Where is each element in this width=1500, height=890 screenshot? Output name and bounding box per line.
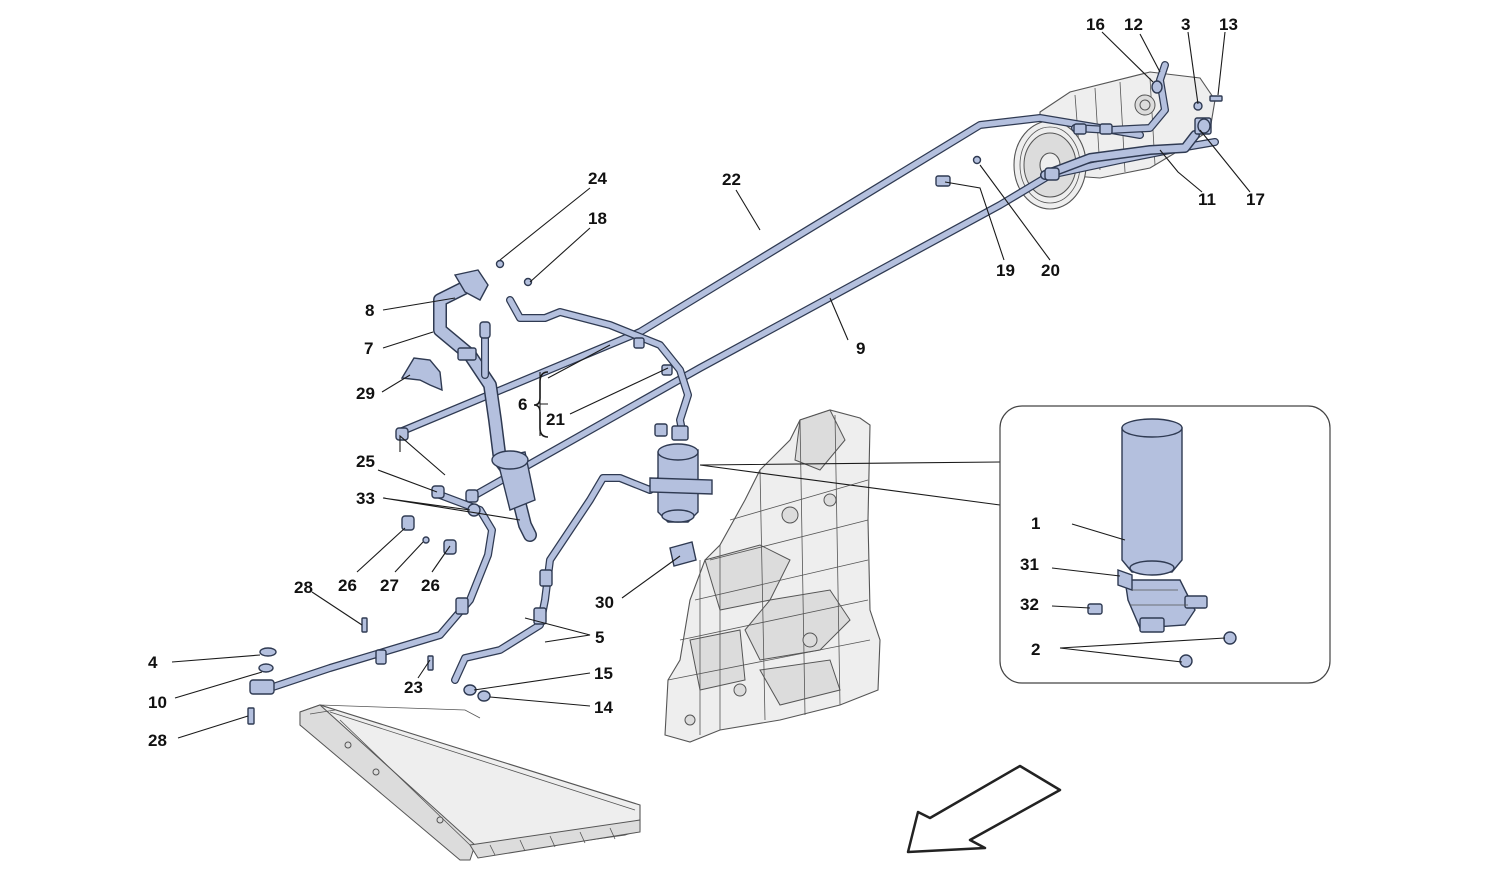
callout-17: 17 (1246, 190, 1265, 209)
callout-3: 3 (1181, 15, 1190, 34)
leader-lines (171, 31, 1251, 739)
callout-22: 22 (722, 170, 741, 189)
bracket-brace-6 (533, 371, 549, 438)
receiver-drier (649, 423, 713, 523)
callout-13: 13 (1219, 15, 1238, 34)
callout-31: 31 (1020, 555, 1039, 574)
callout-11: 11 (1198, 190, 1216, 209)
callout-32: 32 (1020, 595, 1039, 614)
callout-16: 16 (1086, 15, 1105, 34)
callout-30: 30 (595, 593, 614, 612)
bracket-29 (400, 357, 443, 392)
callout-4: 4 (148, 653, 158, 672)
callout-28b: 28 (148, 731, 167, 750)
hose-11 (1040, 130, 1200, 180)
pipe-6 (506, 296, 692, 434)
callout-9: 9 (856, 339, 865, 358)
callout-5: 5 (595, 628, 604, 647)
callout-19: 19 (996, 261, 1015, 280)
callout-24: 24 (588, 169, 607, 188)
callout-33: 33 (356, 489, 375, 508)
hose-7 (433, 269, 537, 542)
label-plate (669, 541, 697, 567)
callout-2: 2 (1031, 640, 1040, 659)
support-bracket (664, 409, 881, 743)
detail-inset (699, 405, 1331, 684)
callout-29: 29 (356, 384, 375, 403)
callout-7: 7 (364, 339, 373, 358)
hose-33 (266, 491, 553, 692)
callout-27: 27 (380, 576, 399, 595)
callout-15: 15 (594, 664, 613, 683)
callout-labels: 1 2 3 4 5 6 7 8 9 10 11 12 13 14 15 16 1… (148, 15, 1265, 750)
callout-18: 18 (588, 209, 607, 228)
callout-14: 14 (594, 698, 613, 717)
direction-arrow-icon (906, 764, 1062, 854)
callout-1: 1 (1031, 514, 1040, 533)
pipe-5 (451, 474, 664, 684)
callout-12: 12 (1124, 15, 1143, 34)
condenser (299, 704, 641, 861)
callout-20: 20 (1041, 261, 1060, 280)
callout-28a: 28 (294, 578, 313, 597)
callout-10: 10 (148, 693, 167, 712)
callout-6: 6 (518, 395, 527, 414)
callout-26b: 26 (421, 576, 440, 595)
callout-26a: 26 (338, 576, 357, 595)
callout-23: 23 (404, 678, 423, 697)
callout-8: 8 (365, 301, 374, 320)
fittings (247, 80, 1223, 725)
callout-25: 25 (356, 452, 375, 471)
callout-21: 21 (546, 410, 565, 429)
